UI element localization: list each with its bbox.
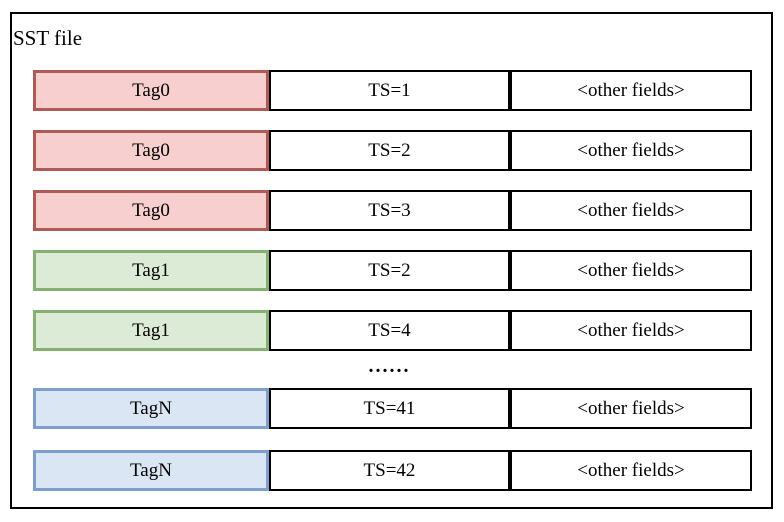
other-fields-cell: <other fields> bbox=[510, 70, 752, 111]
timestamp-cell: TS=41 bbox=[269, 388, 510, 429]
record-row: Tag1 TS=4 <other fields> bbox=[33, 310, 752, 351]
other-fields-cell: <other fields> bbox=[510, 450, 752, 491]
record-row: Tag0 TS=2 <other fields> bbox=[33, 130, 752, 171]
other-fields-cell: <other fields> bbox=[510, 388, 752, 429]
other-fields-cell: <other fields> bbox=[510, 190, 752, 231]
tag-cell: Tag0 bbox=[33, 130, 269, 171]
timestamp-cell: TS=1 bbox=[269, 70, 510, 111]
timestamp-cell: TS=2 bbox=[269, 130, 510, 171]
ellipsis-text: ...... bbox=[368, 354, 411, 377]
other-fields-cell: <other fields> bbox=[510, 250, 752, 291]
timestamp-cell: TS=3 bbox=[269, 190, 510, 231]
sst-file-title: SST file bbox=[13, 26, 83, 50]
other-fields-cell: <other fields> bbox=[510, 310, 752, 351]
tag-cell: Tag1 bbox=[33, 250, 269, 291]
record-row: Tag0 TS=1 <other fields> bbox=[33, 70, 752, 111]
tag-cell: TagN bbox=[33, 388, 269, 429]
tag-cell: Tag1 bbox=[33, 310, 269, 351]
other-fields-cell: <other fields> bbox=[510, 130, 752, 171]
record-row: Tag0 TS=3 <other fields> bbox=[33, 190, 752, 231]
timestamp-cell: TS=4 bbox=[269, 310, 510, 351]
timestamp-cell: TS=2 bbox=[269, 250, 510, 291]
tag-cell: Tag0 bbox=[33, 70, 269, 111]
record-row: TagN TS=42 <other fields> bbox=[33, 450, 752, 491]
timestamp-cell: TS=42 bbox=[269, 450, 510, 491]
record-row: Tag1 TS=2 <other fields> bbox=[33, 250, 752, 291]
tag-cell: TagN bbox=[33, 450, 269, 491]
record-row: TagN TS=41 <other fields> bbox=[33, 388, 752, 429]
tag-cell: Tag0 bbox=[33, 190, 269, 231]
